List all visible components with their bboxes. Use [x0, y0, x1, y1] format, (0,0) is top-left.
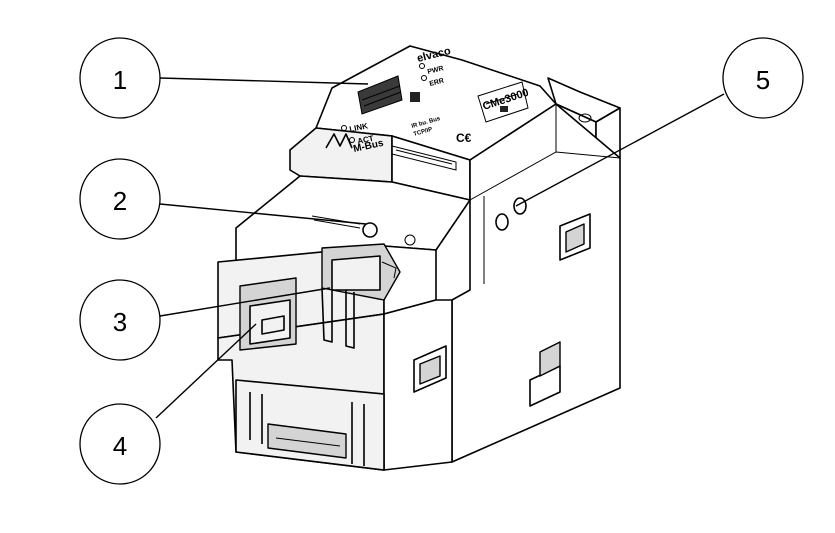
callout-1: 1 — [79, 37, 161, 119]
leader-5 — [515, 93, 725, 207]
ce-mark-icon: C€ — [456, 131, 472, 145]
device-housing — [217, 45, 621, 471]
pwr-led-label: PWR — [427, 65, 445, 76]
callout-4-number: 4 — [113, 431, 127, 461]
err-led-label: ERR — [429, 78, 445, 88]
pwr-led-icon — [419, 63, 425, 69]
act-led-label: ACT — [357, 134, 375, 146]
callout-3-number: 3 — [113, 307, 127, 337]
right-side-panel — [451, 103, 621, 463]
callout-1-number: 1 — [113, 65, 127, 95]
callout-5-number: 5 — [756, 65, 770, 95]
callout-2: 2 — [79, 158, 161, 240]
callout-4: 4 — [79, 403, 161, 485]
act-led-icon — [349, 137, 355, 143]
leader-2 — [159, 203, 367, 225]
status-led-icon — [410, 92, 420, 102]
side-screw-holes — [495, 197, 527, 231]
mbus-logo-icon — [325, 133, 353, 149]
callout-5: 5 — [722, 37, 804, 119]
rj45-ethernet-port — [321, 243, 401, 349]
err-led-icon — [421, 75, 427, 81]
link-led-label: LINK — [349, 121, 369, 134]
push-button — [311, 215, 416, 246]
proto-label: TCP/IP — [413, 127, 433, 138]
leader-3 — [159, 287, 331, 317]
led-indicator-panel — [357, 63, 427, 115]
leader-1 — [159, 77, 369, 85]
leader-4 — [155, 323, 257, 419]
link-led-icon — [341, 125, 347, 131]
callout-3: 3 — [79, 279, 161, 361]
mbus-terminal — [239, 277, 297, 351]
leader-lines — [155, 77, 725, 419]
callout-2-number: 2 — [113, 186, 127, 216]
